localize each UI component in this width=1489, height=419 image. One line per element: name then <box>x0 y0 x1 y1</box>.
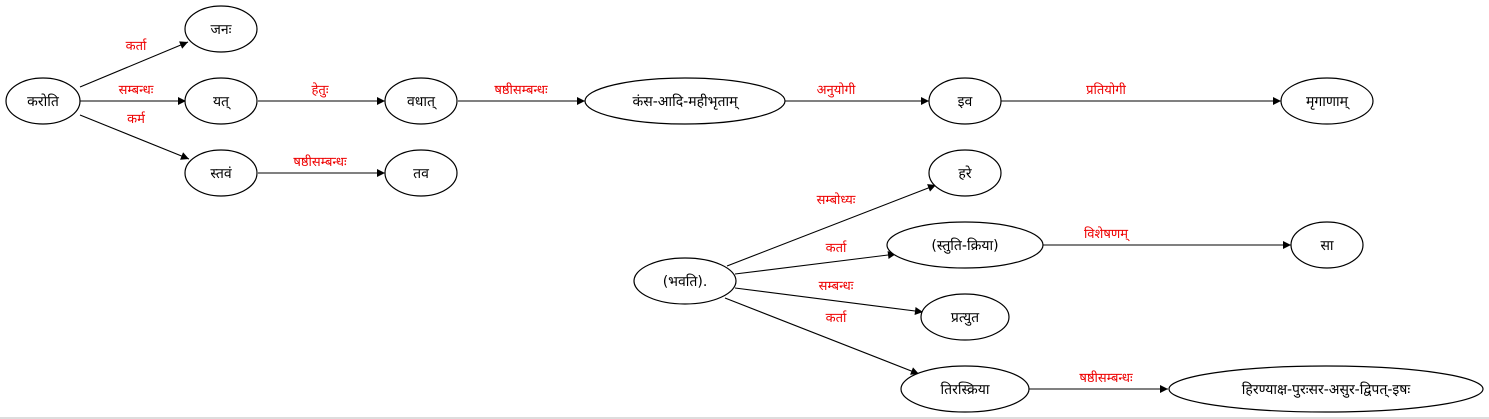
edge-bhavati-pratyuta <box>734 287 924 315</box>
edge-karoti-stavam <box>79 114 190 160</box>
svg-text:हिरण्याक्ष-पुरःसर-असुर-द्विपत्: हिरण्याक्ष-पुरःसर-असुर-द्विपत्-इषः <box>1242 381 1412 398</box>
node-tiraskriya: तिरस्क्रिया <box>900 365 1030 413</box>
nodes: करोति जनः यत् स्तवं वधात् तव कंस-आदि-मही… <box>5 5 1484 413</box>
svg-text:प्रत्युत: प्रत्युत <box>951 310 980 326</box>
node-pratyuta: प्रत्युत <box>920 293 1010 341</box>
node-hare: हरे <box>928 149 1002 197</box>
node-tava: तव <box>384 149 458 197</box>
node-vadhat: वधात् <box>384 77 458 125</box>
edge-karoti-janah <box>79 41 189 88</box>
node-hiranyaksha: हिरण्याक्ष-पुरःसर-असुर-द्विपत्-इषः <box>1168 365 1484 413</box>
node-iva: इव <box>928 77 1002 125</box>
node-yat: यत् <box>184 77 258 125</box>
edge-label-anuyogi: अनुयोगी <box>817 82 856 98</box>
edge-label-shashthi: षष्ठीसम्बन्धः <box>494 82 548 98</box>
edge-label-visheshanam: विशेषणम् <box>1084 226 1130 242</box>
edge-label-karta: कर्ता <box>826 310 848 326</box>
svg-text:स्तवं: स्तवं <box>210 166 231 182</box>
svg-text:तिरस्क्रिया: तिरस्क्रिया <box>941 381 990 398</box>
svg-text:कंस-आदि-महीभृताम्: कंस-आदि-महीभृताम् <box>633 93 740 110</box>
svg-text:हरे: हरे <box>958 165 971 182</box>
node-karoti: करोति <box>5 77 81 125</box>
svg-text:जनः: जनः <box>211 22 233 38</box>
node-janah: जनः <box>184 5 258 53</box>
edge-label-karta: कर्ता <box>126 38 148 54</box>
edge-label-pratiyogi: प्रतियोगी <box>1086 82 1126 98</box>
svg-text:इव: इव <box>958 94 973 110</box>
svg-text:तव: तव <box>413 166 429 182</box>
edge-bhavati-tiraskriya <box>724 297 920 375</box>
edge-labels: कर्ता सम्बन्धः कर्म हेतुः षष्ठीसम्बन्धः … <box>119 38 1133 386</box>
edge-label-sambandhah: सम्बन्धः <box>819 279 854 294</box>
svg-text:सा: सा <box>1320 238 1333 254</box>
node-sa: सा <box>1290 221 1364 269</box>
svg-text:वधात्: वधात् <box>407 94 437 110</box>
edge-label-karma: कर्म <box>127 111 146 127</box>
node-kamsa: कंस-आदि-महीभृताम् <box>584 77 786 125</box>
edge-label-shashthi: षष्ठीसम्बन्धः <box>293 154 347 170</box>
edge-bhavati-stuti <box>734 251 897 275</box>
edge-label-sambodhyah: सम्बोध्यः <box>817 192 856 208</box>
node-bhavati: (भवति). <box>633 257 737 305</box>
edges <box>79 41 1291 393</box>
edge-label-hetuh: हेतुः <box>312 82 329 98</box>
edge-label-sambandhah: सम्बन्धः <box>119 83 154 98</box>
svg-text:मृगाणाम्: मृगाणाम् <box>1306 94 1350 110</box>
svg-text:(स्तुति-क्रिया): (स्तुति-क्रिया) <box>931 237 998 254</box>
edge-bhavati-hare <box>726 184 937 267</box>
edge-label-shashthi: षष्ठीसम्बन्धः <box>1079 370 1133 386</box>
node-mriganam: मृगाणाम् <box>1280 77 1374 125</box>
svg-text:(भवति).: (भवति). <box>663 273 708 290</box>
edge-label-karta: कर्ता <box>826 240 848 256</box>
svg-text:करोति: करोति <box>27 93 60 110</box>
svg-text:यत्: यत् <box>213 94 231 110</box>
node-stuti: (स्तुति-क्रिया) <box>886 221 1044 269</box>
node-stavam: स्तवं <box>184 149 258 197</box>
